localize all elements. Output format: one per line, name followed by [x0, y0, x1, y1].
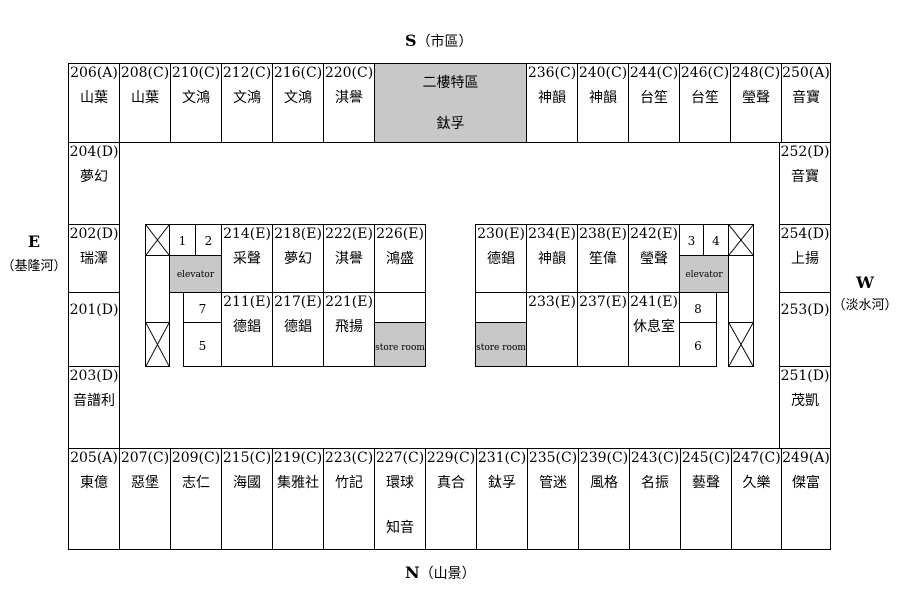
booth-247: 247(C)久樂 [731, 448, 782, 550]
west-label: W （淡水河） [832, 273, 898, 313]
booth-214: 214(E)采聲 [221, 224, 273, 293]
booth-253: 253(D) [779, 292, 831, 367]
booth-220: 220(C)淇譽 [323, 63, 375, 143]
booth-215: 215(C)海國 [221, 448, 273, 550]
store-room: store room [475, 322, 527, 367]
booth-245: 245(C)藝聲 [680, 448, 732, 550]
booth-238: 238(E)笙偉 [577, 224, 629, 293]
south-label: S（市區） [405, 31, 473, 50]
booth-210: 210(C)文鴻 [170, 63, 222, 143]
stair-7: 7 [183, 292, 222, 323]
booth-206: 206(A)山葉 [68, 63, 120, 143]
east-label: E （基隆河） [1, 232, 67, 274]
stair-5: 5 [183, 322, 222, 367]
booth-217: 217(E)德錩 [272, 292, 324, 367]
stair-shaft [728, 255, 754, 323]
booth-205: 205(A)東億 [68, 448, 120, 550]
stair-crossed-box [728, 224, 754, 256]
booth-249: 249(A)傑富 [781, 448, 831, 550]
stair-1: 1 [169, 224, 196, 256]
store-room: store room [374, 322, 426, 367]
elevator: elevator [679, 255, 729, 293]
booth-219: 219(C)集雅社 [272, 448, 324, 550]
booth-216: 216(C)文鴻 [272, 63, 324, 143]
stair-crossed-box [728, 322, 754, 367]
booth-251: 251(D)茂凱 [779, 366, 831, 449]
stair-6: 6 [679, 322, 717, 367]
north-label: N（山景） [405, 563, 476, 582]
booth-211: 211(E)德錩 [221, 292, 273, 367]
booth-233: 233(E) [526, 292, 578, 367]
booth-204: 204(D)夢幻 [68, 142, 120, 225]
stair-shaft [145, 255, 170, 323]
booth-248: 248(C)瑩聲 [730, 63, 782, 143]
booth-236: 236(C)神韻 [526, 63, 578, 143]
booth-246: 246(C)台笙 [679, 63, 731, 143]
stair-4: 4 [703, 224, 729, 256]
booth-226: 226(E)鴻盛 [374, 224, 426, 293]
booth-221: 221(E)飛揚 [323, 292, 375, 367]
stair-3: 3 [679, 224, 704, 256]
booth-208: 208(C)山葉 [119, 63, 171, 143]
booth-241: 241(E)休息室 [628, 292, 680, 367]
booth-202: 202(D)瑞澤 [68, 224, 120, 293]
booth-229: 229(C)真合 [425, 448, 477, 550]
booth-237: 237(E) [577, 292, 629, 367]
booth-250: 250(A)音寶 [781, 63, 831, 143]
booth-227: 227(C)環球知音 [374, 448, 426, 550]
booth-207: 207(C)惡堡 [119, 448, 171, 550]
booth-212: 212(C)文鴻 [221, 63, 273, 143]
blank-room [374, 292, 426, 323]
booth-209: 209(C)志仁 [170, 448, 222, 550]
booth-234: 234(E)神韻 [526, 224, 578, 293]
booth-244: 244(C)台笙 [628, 63, 680, 143]
booth-231: 231(C)鈦孚 [476, 448, 528, 550]
booth-239: 239(C)風格 [578, 448, 630, 550]
booth-235: 235(C)管迷 [527, 448, 579, 550]
blank-room [475, 292, 527, 323]
booth-203: 203(D)音譜利 [68, 366, 120, 449]
booth-201: 201(D) [68, 292, 120, 367]
booth-254: 254(D)上揚 [779, 224, 831, 293]
elevator: elevator [169, 255, 222, 293]
booth-223: 223(C)竹記 [323, 448, 375, 550]
booth-218: 218(E)夢幻 [272, 224, 324, 293]
booth-240: 240(C)神韻 [577, 63, 629, 143]
special-zone: 二樓特區 鈦孚 [374, 63, 527, 143]
stair-crossed-box [145, 322, 170, 367]
booth-243: 243(C)名振 [629, 448, 681, 550]
stair-crossed-box [145, 224, 170, 256]
booth-252: 252(D)音寶 [779, 142, 831, 225]
stair-8: 8 [679, 292, 717, 323]
stair-2: 2 [195, 224, 222, 256]
booth-222: 222(E)淇譽 [323, 224, 375, 293]
booth-230: 230(E)德錩 [475, 224, 527, 293]
booth-242: 242(E)瑩聲 [628, 224, 680, 293]
